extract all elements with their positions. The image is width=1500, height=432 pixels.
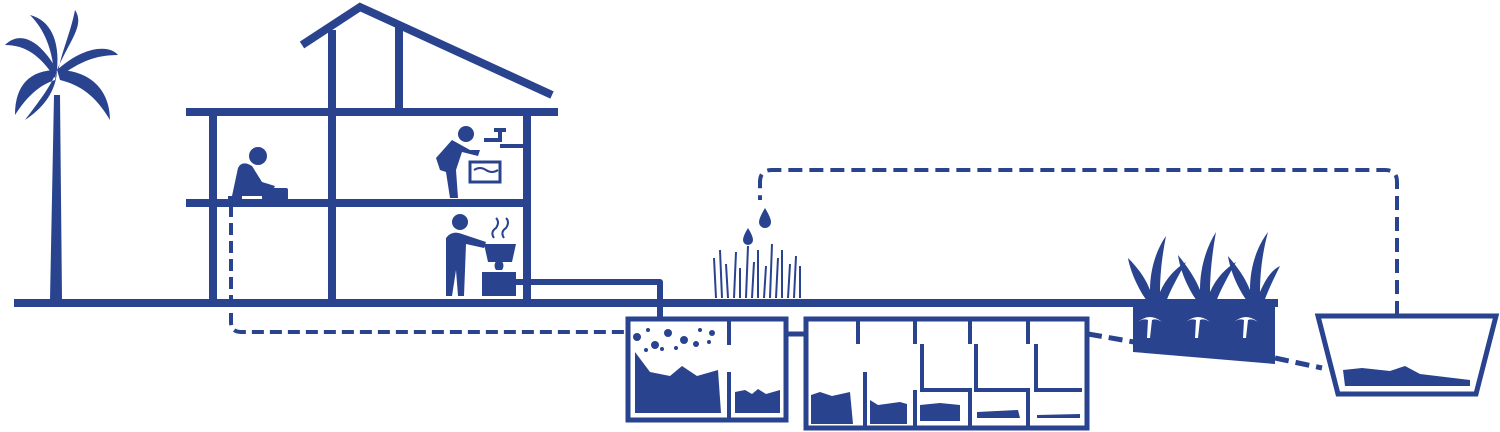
kitchen-drain-pipe: [516, 279, 663, 318]
house: [186, 2, 558, 300]
reuse-pipe: [758, 168, 1399, 315]
plant-icon: [1128, 232, 1280, 305]
ground-line: [14, 299, 1278, 307]
planted-filter: [1128, 232, 1280, 364]
water-drop-icon: [759, 208, 771, 228]
person-cooking-icon: [446, 214, 516, 296]
person-washing-icon: [436, 126, 527, 198]
outflow-pipe: [1274, 355, 1323, 371]
baffled-reactor: [803, 316, 1090, 431]
toilet-drain-pipe: [229, 205, 625, 334]
root-icons: [1138, 317, 1258, 338]
person-toilet-icon: [228, 147, 288, 202]
gas-bubbles: [633, 328, 715, 352]
settler-tank: [625, 316, 789, 423]
palm-tree-icon: [5, 10, 118, 300]
outflow-pipe: [1087, 331, 1135, 345]
collection-pond: [1314, 313, 1500, 397]
water-drop-icon: [743, 228, 753, 245]
reed-bed-icon: [713, 243, 801, 299]
